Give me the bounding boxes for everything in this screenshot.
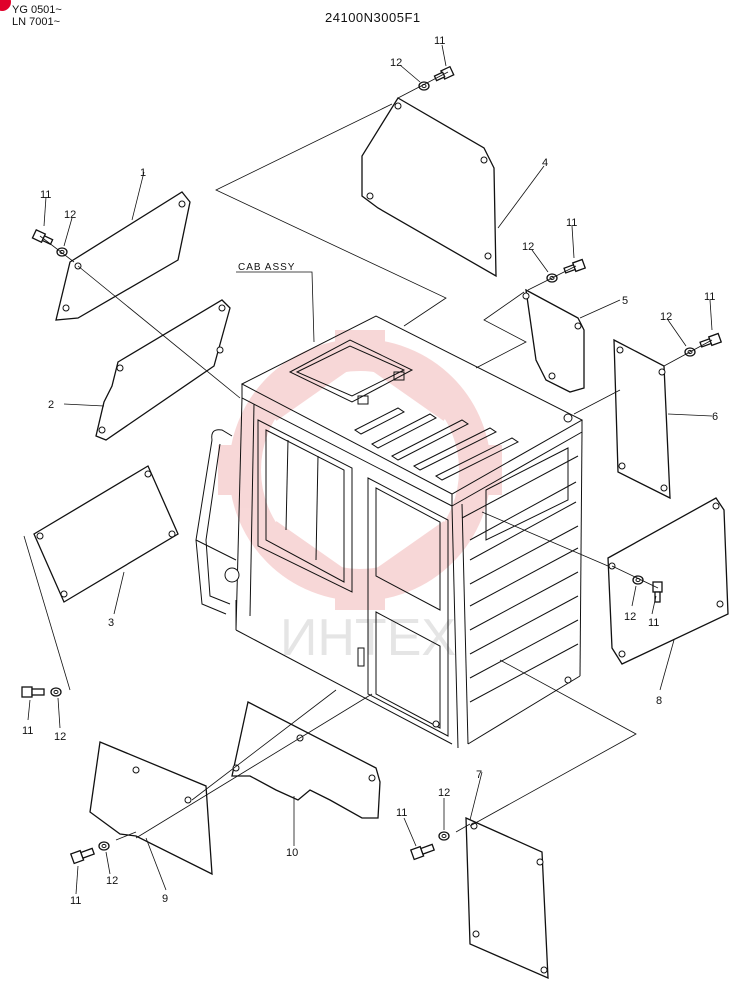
callout-bolt: 11 [704,291,715,303]
callout-washer: 12 [624,611,636,623]
callout-pointers [27,44,713,895]
callout-washer: 12 [390,57,402,69]
callout-part-10: 10 [286,847,298,859]
washer-icon [632,575,644,585]
callout-bolt: 11 [22,725,33,737]
serial-range-yg: YG 0501~ [12,4,62,16]
callout-labels: 1 2 3 4 5 6 7 8 9 10 11 12 11 12 11 12 1… [22,35,718,907]
callout-part-3: 3 [108,617,114,629]
callout-bolt: 11 [566,217,577,229]
panel-10 [231,701,381,819]
cab-assy-label: CAB ASSY [238,262,295,273]
callout-washer: 12 [64,209,76,221]
callout-washer: 12 [522,241,534,253]
panel-9 [89,741,213,876]
callout-washer: 12 [438,787,450,799]
panel-6 [613,338,671,500]
bolt-icon [69,847,96,865]
callout-bolt: 11 [648,617,659,629]
callout-bolt: 11 [40,189,51,201]
cab-assembly [195,315,584,749]
callout-part-2: 2 [48,399,54,411]
callout-part-9: 9 [162,893,168,905]
washer-icon [50,687,62,697]
bolt-icon [409,843,436,861]
washer-icon [98,841,110,851]
callout-washer: 12 [106,875,118,887]
panel-7 [465,816,549,980]
panel-5 [522,288,585,393]
panel-2 [95,299,231,441]
washer-icon [438,831,450,841]
bolt-icon [21,686,45,698]
drawing-code: 24100N3005F1 [325,10,421,25]
panel-4 [361,97,497,278]
callout-washer: 12 [54,731,66,743]
leader-lines [23,71,713,841]
panel-3 [33,465,179,603]
corner-mark [0,0,11,11]
watermark: ИНТЕХ [218,330,502,667]
serial-range-ln: LN 7001~ [12,16,61,28]
callout-part-8: 8 [656,695,662,707]
callout-washer: 12 [660,311,672,323]
callout-bolt: 11 [396,807,407,819]
callout-part-1: 1 [140,167,146,179]
callout-bolt: 11 [434,35,445,47]
panel-8 [607,497,729,665]
callout-bolt: 11 [70,895,81,907]
callout-part-7: 7 [476,769,482,781]
washer-icon [56,247,68,257]
bolt-icon [652,581,663,603]
callout-part-4: 4 [542,157,548,169]
callout-part-5: 5 [622,295,628,307]
callout-part-6: 6 [712,411,718,423]
